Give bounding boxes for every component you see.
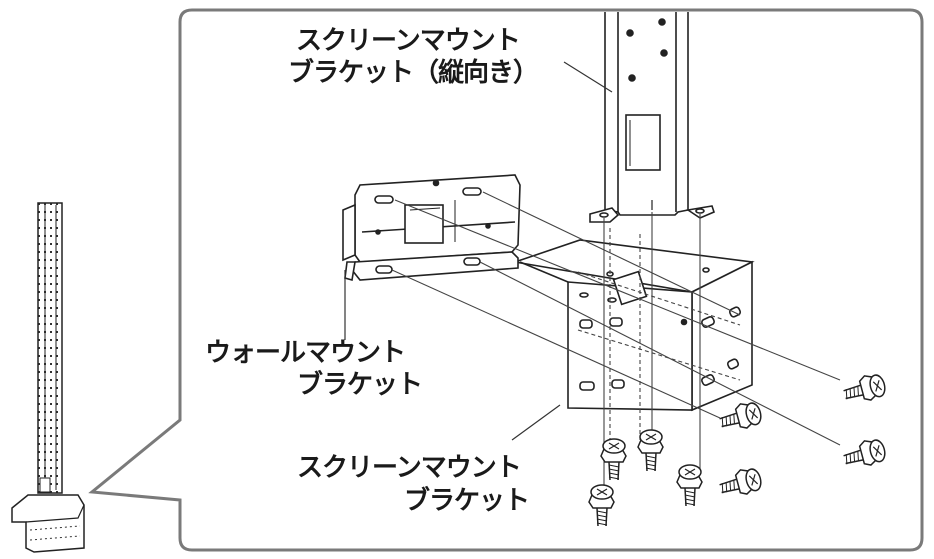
overview-base	[11, 494, 85, 553]
screw-icon	[676, 464, 703, 507]
label-screen-bracket-line2: ブラケット	[404, 486, 530, 516]
label-wall-bracket-line1: ウォールマウント	[205, 338, 406, 368]
screw-icon	[840, 370, 889, 407]
label-wall-bracket-line2: ブラケット	[297, 370, 423, 400]
screw-icon	[588, 484, 615, 527]
screw-icon	[600, 438, 627, 481]
leader-lines	[344, 61, 613, 441]
label-vertical-bracket-line1: スクリーンマウント	[296, 26, 521, 56]
label-screen-bracket-line1: スクリーンマウント	[297, 453, 522, 483]
screw-icon	[716, 464, 765, 501]
overview-column	[37, 202, 63, 494]
label-vertical-bracket-line2: ブラケット（縦向き）	[288, 58, 539, 88]
screw-icon	[637, 429, 664, 472]
callout-frame	[88, 8, 924, 552]
overview-thumbnail	[11, 202, 85, 553]
screw-icon	[840, 435, 889, 472]
screw-icon	[716, 398, 765, 435]
screen-mount-bracket	[514, 239, 755, 412]
vertical-screen-bracket	[589, 12, 715, 223]
wall-mount-bracket	[342, 174, 521, 282]
